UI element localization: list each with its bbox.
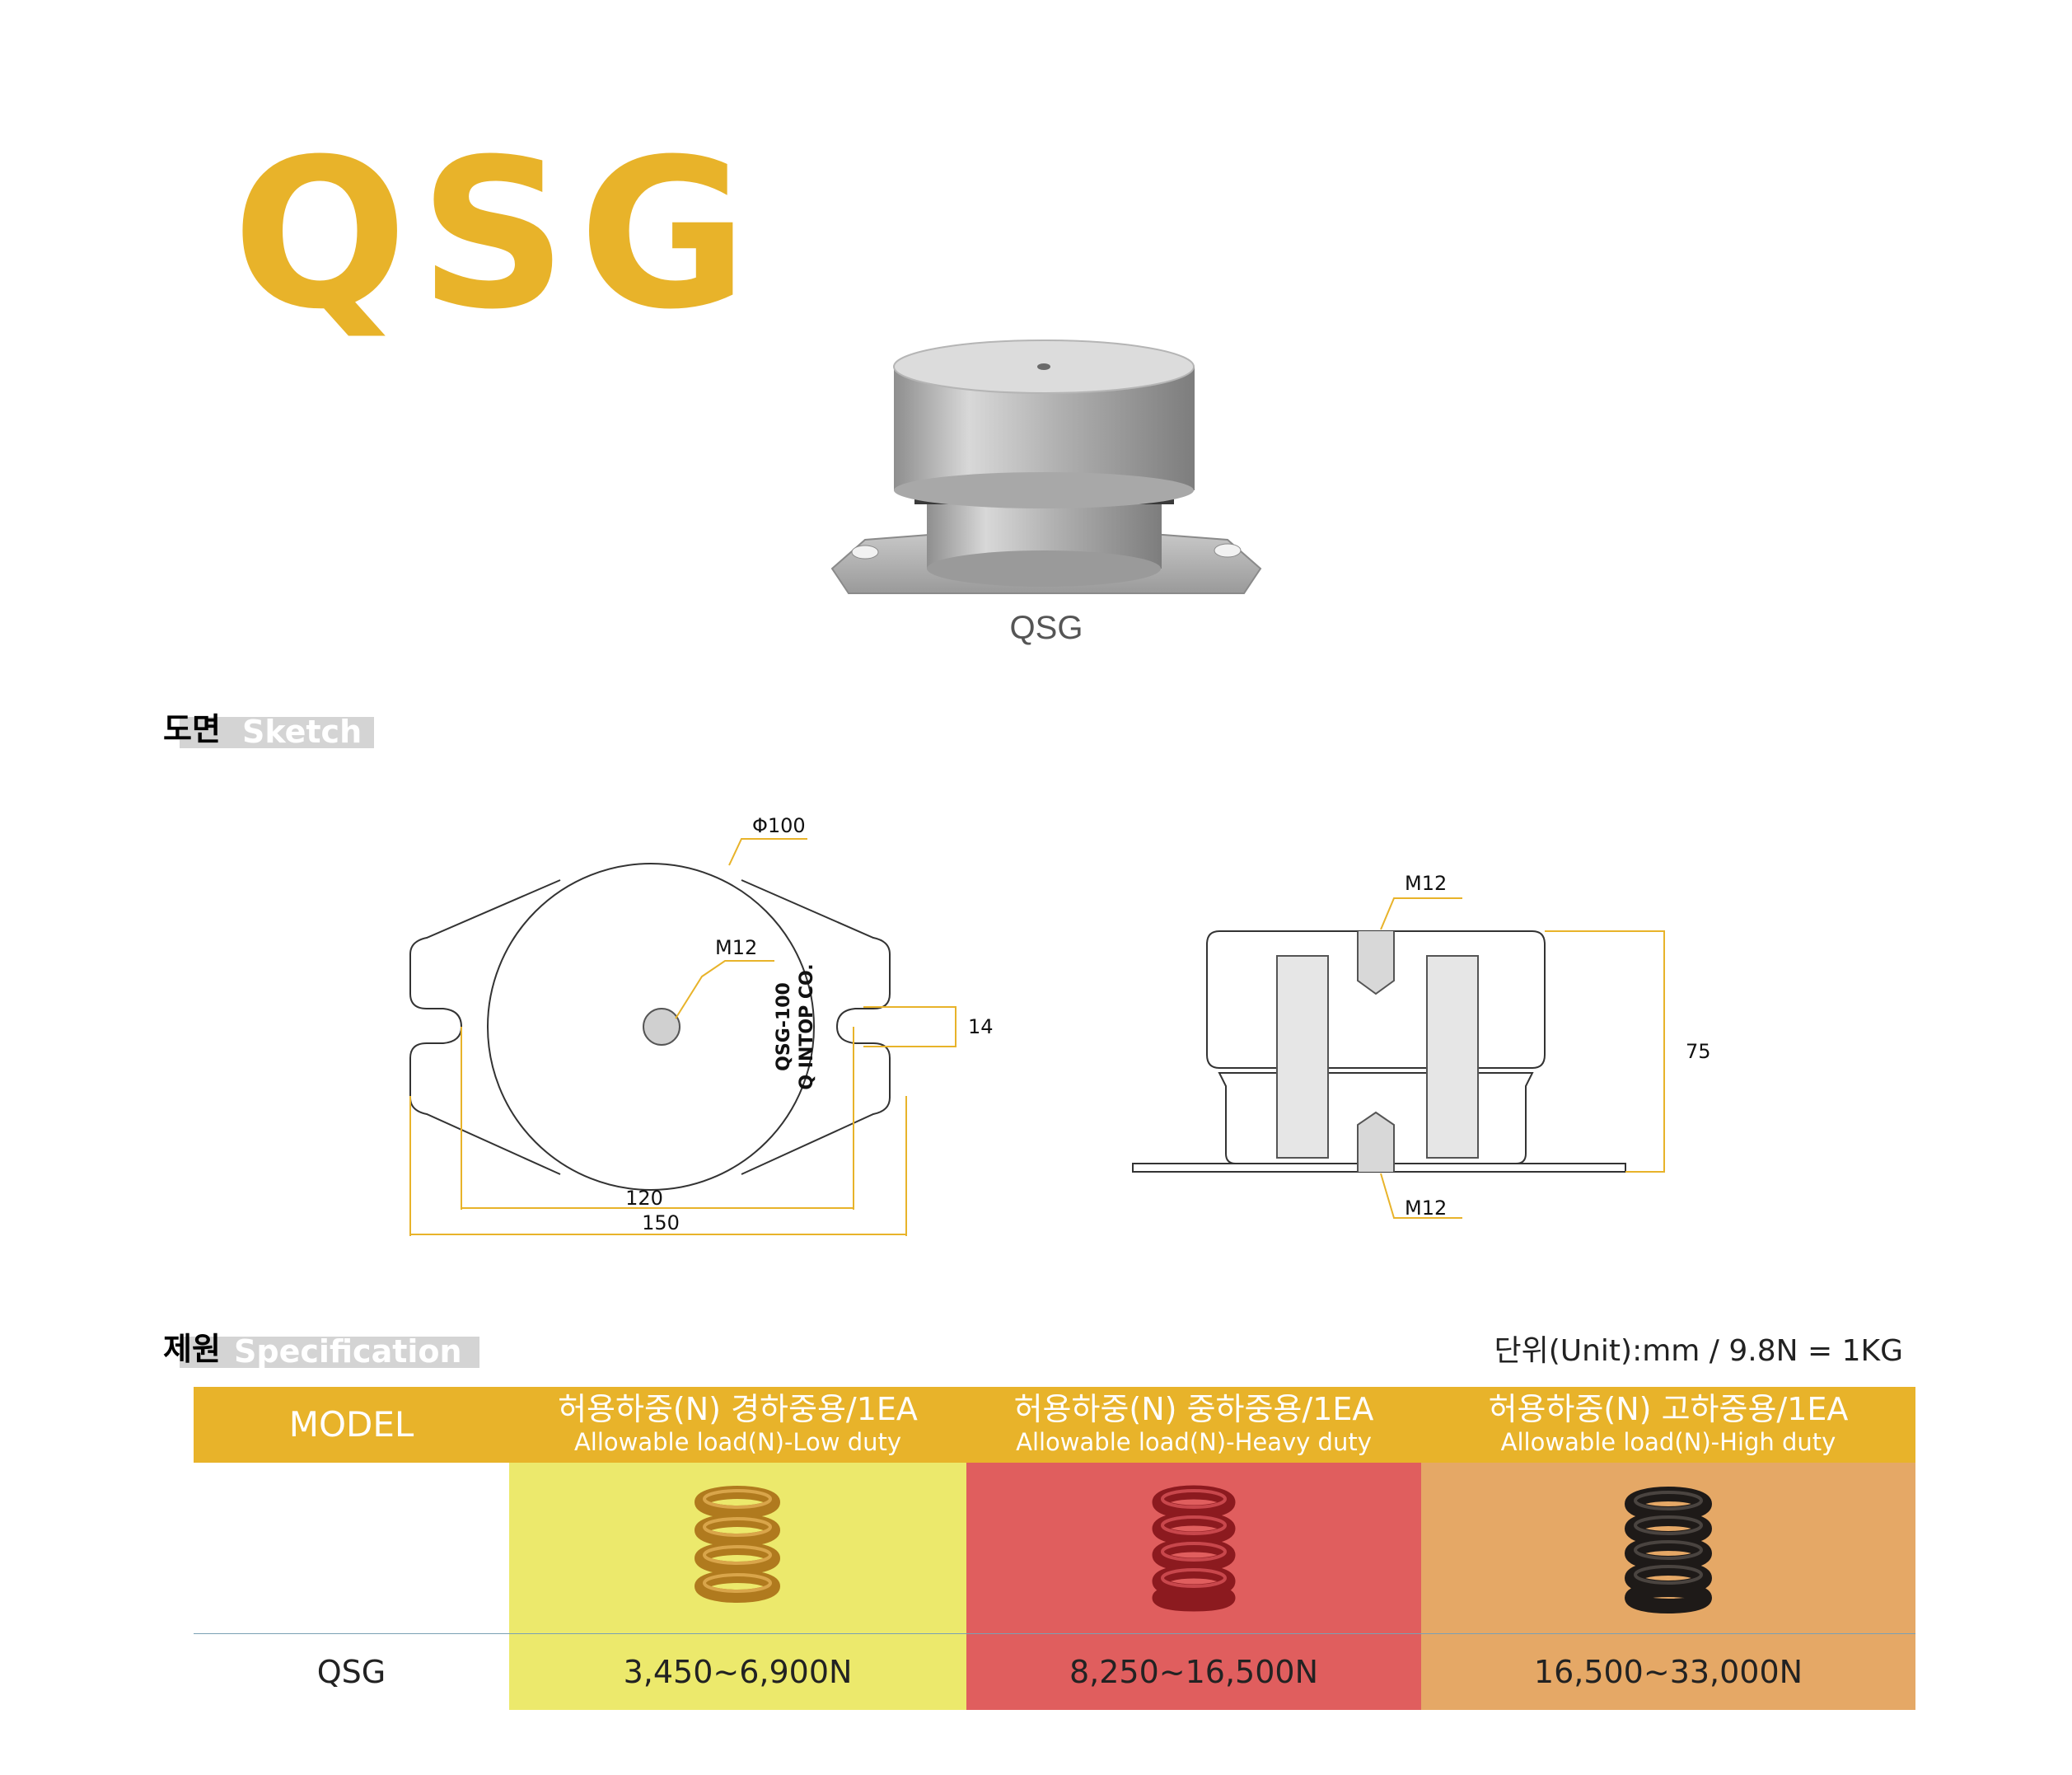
center-thread-label: M12 xyxy=(715,936,757,959)
top-thread-leader xyxy=(1380,897,1462,930)
header-high-duty-ko: 허용하중(N) 고하중용/1EA xyxy=(1488,1391,1849,1427)
row-low-duty-value: 3,450~6,900N xyxy=(509,1634,966,1710)
rubber-core-left xyxy=(1276,955,1329,1159)
top-thread-label: M12 xyxy=(1405,872,1447,895)
overall-width-label: 150 xyxy=(642,1211,680,1234)
spec-heading-en: Specification xyxy=(234,1333,462,1370)
spec-section-header: 제원 Specification xyxy=(163,1328,493,1370)
center-thread-leader xyxy=(675,960,774,1019)
section-header-bar xyxy=(180,717,374,748)
header-high-duty-en: Allowable load(N)-High duty xyxy=(1500,1428,1836,1456)
spring-heavy-icon xyxy=(1152,1485,1236,1612)
technical-sketch: Φ100 M12 14 120 150 M12 M12 75 QSG-100 Q… xyxy=(409,814,1711,1236)
slot-width-label: 14 xyxy=(968,1015,994,1038)
header-low-duty: 허용하중(N) 경하중용/1EA Allowable load(N)-Low d… xyxy=(509,1387,966,1463)
high-duty-spring-cell xyxy=(1421,1463,1915,1634)
engraving-model: QSG-100 xyxy=(774,982,794,1071)
header-high-duty: 허용하중(N) 고하중용/1EA Allowable load(N)-High … xyxy=(1421,1387,1915,1463)
row-heavy-duty-value: 8,250~16,500N xyxy=(966,1634,1421,1710)
header-heavy-duty-en: Allowable load(N)-Heavy duty xyxy=(1016,1428,1372,1456)
engraving-company: Q INTOP CO. xyxy=(797,963,817,1089)
rubber-core-right xyxy=(1426,955,1479,1159)
sketch-section-header: 도면 Sketch xyxy=(163,709,377,750)
isolator-top-cap xyxy=(893,340,1195,508)
bottom-thread-leader xyxy=(1380,1173,1462,1219)
slot-dim xyxy=(863,1006,956,1047)
product-caption: QSG xyxy=(1009,610,1083,646)
sketch-heading-ko: 도면 xyxy=(163,711,221,747)
top-thread-bore xyxy=(1357,931,1395,995)
low-duty-spring-cell xyxy=(509,1463,966,1634)
row-high-duty-value: 16,500~33,000N xyxy=(1421,1634,1915,1710)
heavy-duty-spring-cell xyxy=(966,1463,1421,1634)
height-label: 75 xyxy=(1686,1040,1711,1063)
header-model: MODEL xyxy=(194,1387,509,1463)
top-view-cap-circle xyxy=(487,863,815,1191)
diameter-leader xyxy=(728,838,807,866)
header-heavy-duty-ko: 허용하중(N) 중하중용/1EA xyxy=(1013,1391,1374,1427)
model-image-cell xyxy=(194,1463,509,1634)
sketch-heading-en: Sketch xyxy=(242,714,362,750)
header-low-duty-en: Allowable load(N)-Low duty xyxy=(573,1428,902,1456)
row-model: QSG xyxy=(194,1634,509,1710)
spring-high-icon xyxy=(1625,1487,1712,1613)
spring-low-icon xyxy=(695,1486,780,1603)
header-model-label: MODEL xyxy=(288,1404,414,1445)
side-view-cap xyxy=(1206,930,1546,1069)
product-photo xyxy=(830,340,1262,594)
unit-note: 단위(Unit):mm / 9.8N = 1KG xyxy=(1494,1334,1903,1368)
header-low-duty-ko: 허용하중(N) 경하중용/1EA xyxy=(558,1391,918,1427)
bottom-thread-label: M12 xyxy=(1405,1197,1447,1220)
spec-heading-ko: 제원 xyxy=(163,1331,221,1367)
center-thread-hole xyxy=(643,1008,681,1046)
section-header-bar xyxy=(180,1337,479,1368)
hole-spacing-label: 120 xyxy=(625,1187,663,1210)
diameter-label: Φ100 xyxy=(752,814,806,837)
header-heavy-duty: 허용하중(N) 중하중용/1EA Allowable load(N)-Heavy… xyxy=(966,1387,1421,1463)
brand-title: QSG xyxy=(232,115,760,354)
height-dim xyxy=(1545,930,1665,1173)
table-header-row: MODEL 허용하중(N) 경하중용/1EA Allowable load(N)… xyxy=(194,1387,1915,1463)
bottom-thread-bore xyxy=(1357,1111,1395,1172)
